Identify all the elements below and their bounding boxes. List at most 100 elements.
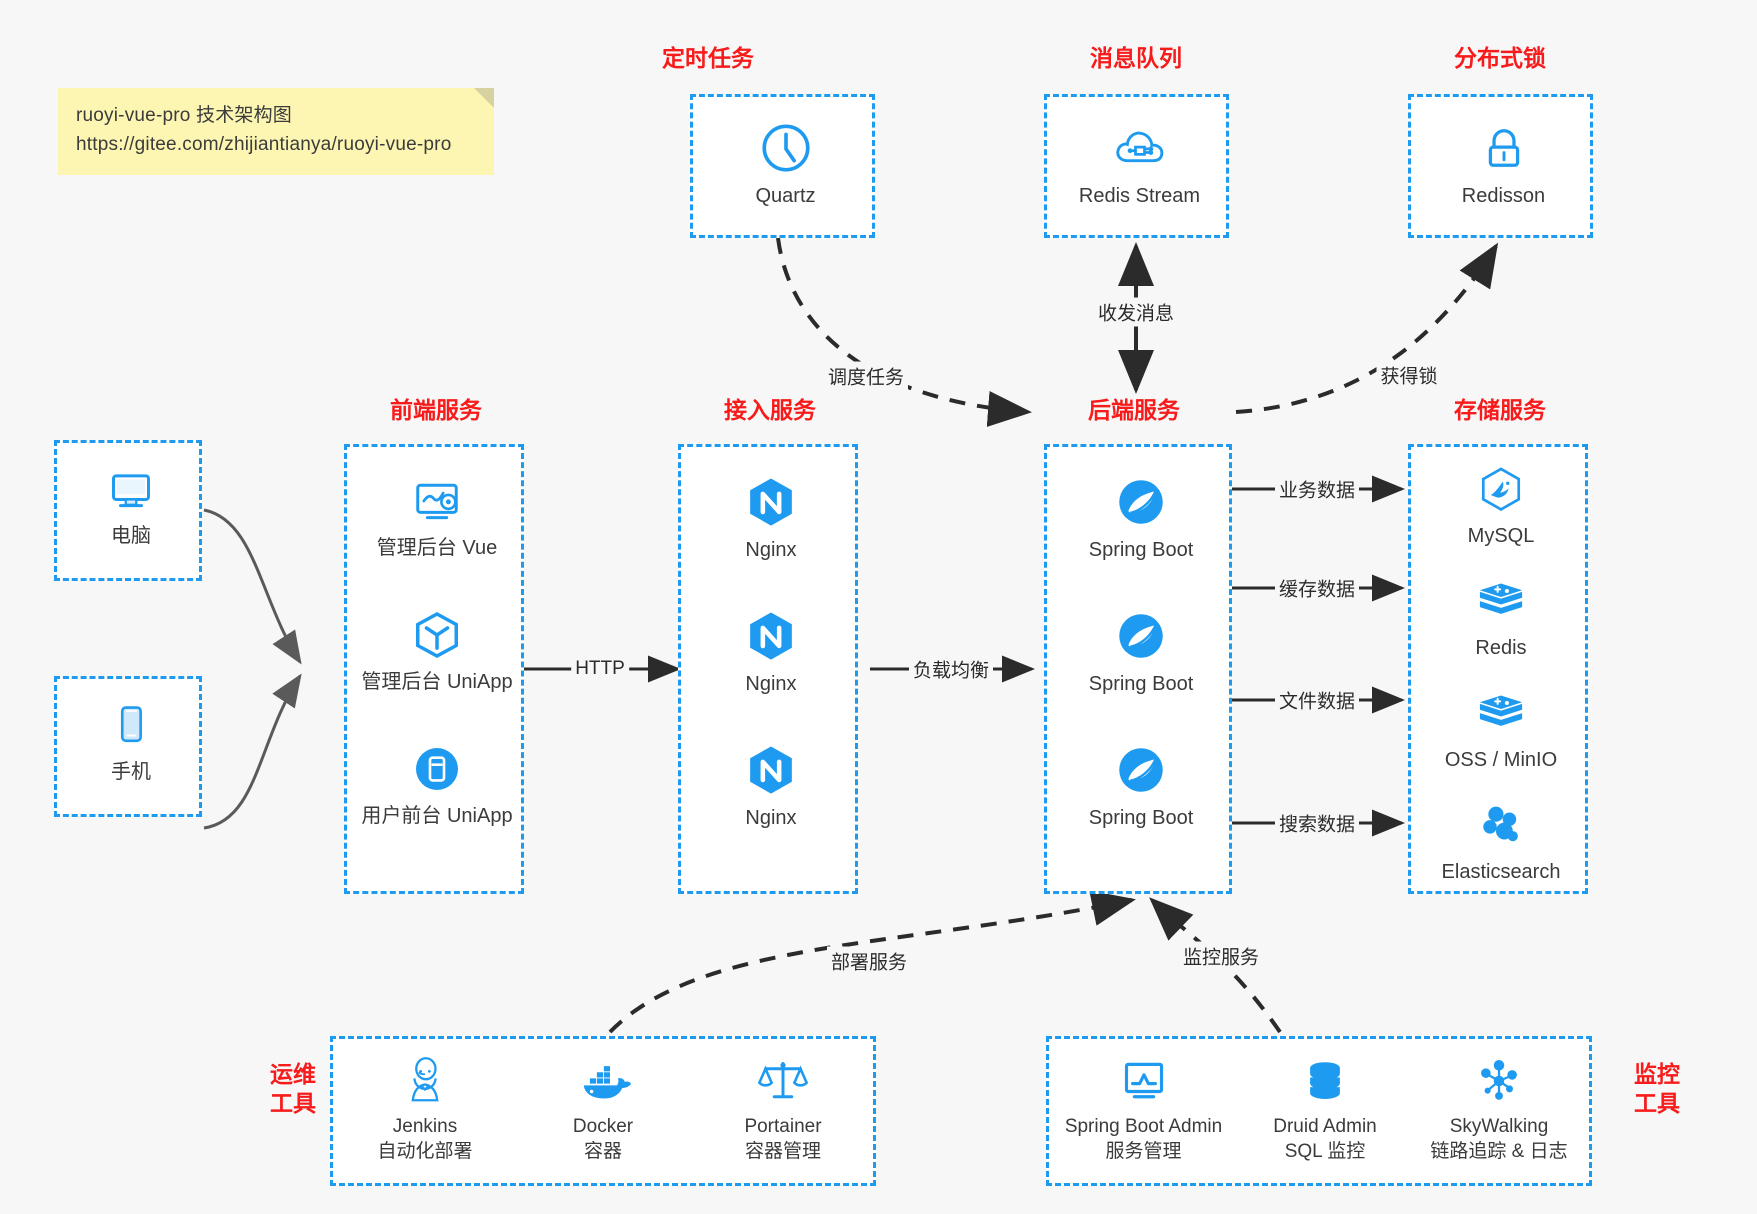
node-user-uniapp[interactable]: 用户前台 UniApp [347, 741, 527, 829]
nginx-icon [750, 746, 792, 794]
node-admin-uniapp[interactable]: 管理后台 UniApp [347, 607, 527, 695]
node-mobile[interactable]: 手机 [57, 697, 205, 785]
note-line-2: https://gitee.com/zhijiantianya/ruoyi-vu… [76, 133, 452, 155]
node-nginx-1[interactable]: Nginx [681, 473, 861, 563]
node-label: Nginx [745, 807, 797, 829]
node-label: Spring Boot [1088, 673, 1194, 695]
group-gateway-service: Nginx Nginx Nginx [678, 444, 858, 894]
spring-boot-icon [1119, 480, 1163, 524]
node-oss-minio[interactable]: OSS / MinIO [1411, 687, 1591, 773]
edge-mobile-to-frontend [203, 673, 302, 830]
node-elasticsearch[interactable]: Elasticsearch [1411, 799, 1591, 885]
edge-label-http: HTTP [571, 657, 629, 681]
node-label: 用户前台 UniApp [361, 805, 513, 827]
node-label: Elasticsearch [1441, 861, 1561, 883]
clock-icon [761, 124, 810, 172]
node-label: 管理后台 UniApp [361, 671, 513, 693]
spring-boot-icon [1119, 614, 1163, 658]
group-scheduled-task: Quartz [690, 94, 875, 238]
edge-label-monitor-service: 监控服务 [1178, 941, 1264, 971]
redis-icon [1479, 583, 1523, 614]
group-title-scheduled: 定时任务 [662, 45, 754, 71]
node-label: Nginx [745, 673, 797, 695]
node-docker[interactable]: Docker 容器 [523, 1053, 683, 1164]
node-label: Portainer [744, 1116, 822, 1137]
node-label: OSS / MinIO [1444, 749, 1558, 771]
node-label: Nginx [745, 539, 797, 561]
monitor-chart-icon [1124, 1062, 1163, 1099]
spring-boot-icon [1119, 748, 1163, 792]
desktop-icon [112, 474, 150, 508]
group-distributed-lock: Redisson [1408, 94, 1593, 238]
edge-desktop-to-frontend [203, 508, 302, 665]
cloud-network-icon [1115, 131, 1163, 163]
group-title-gateway: 接入服务 [724, 397, 816, 423]
edge-label-file-data: 文件数据 [1274, 685, 1360, 715]
node-label: Spring Boot [1088, 539, 1194, 561]
dashboard-gear-icon [416, 483, 458, 520]
note-line-1: ruoyi-vue-pro 技术架构图 [76, 105, 293, 126]
node-spring-boot-1[interactable]: Spring Boot [1047, 473, 1235, 563]
group-message-queue: Redis Stream [1044, 94, 1229, 238]
nginx-icon [750, 478, 792, 526]
elasticsearch-icon [1483, 806, 1518, 842]
node-nginx-2[interactable]: Nginx [681, 607, 861, 697]
edge-label-deploy-service: 部署服务 [826, 946, 912, 976]
node-sublabel: 链路追踪 & 日志 [1430, 1140, 1568, 1162]
node-druid-admin[interactable]: Druid Admin SQL 监控 [1245, 1053, 1405, 1164]
node-sublabel: 服务管理 [1105, 1140, 1182, 1162]
node-admin-vue[interactable]: 管理后台 Vue [347, 473, 527, 561]
node-portainer[interactable]: Portainer 容器管理 [703, 1053, 863, 1164]
group-title-devops: 运维 工具 [270, 1061, 316, 1116]
node-redisson[interactable]: Redisson [1411, 119, 1596, 209]
cube-icon [416, 612, 458, 658]
node-nginx-3[interactable]: Nginx [681, 741, 861, 831]
node-mysql[interactable]: MySQL [1411, 463, 1591, 549]
node-label: Druid Admin [1273, 1116, 1377, 1137]
mobile-icon [120, 706, 142, 743]
node-label: Redis [1475, 637, 1527, 659]
scales-icon [757, 1062, 809, 1099]
edge-label-schedule-task: 调度任务 [823, 361, 909, 391]
node-sublabel: 容器 [583, 1140, 622, 1162]
group-title-monitor: 监控 工具 [1634, 1061, 1680, 1116]
node-label: Docker [572, 1116, 634, 1137]
node-label: Spring Boot Admin [1064, 1116, 1223, 1137]
mysql-icon [1481, 467, 1521, 511]
node-label: 手机 [111, 761, 151, 783]
node-skywalking[interactable]: SkyWalking 链路追踪 & 日志 [1409, 1053, 1589, 1164]
edge-label-search-data: 搜索数据 [1274, 808, 1360, 838]
group-title-lock: 分布式锁 [1454, 45, 1546, 71]
group-frontend-service: 管理后台 Vue 管理后台 UniApp 用户前台 UniApp [344, 444, 524, 894]
lock-icon [1488, 129, 1519, 167]
edge-label-business-data: 业务数据 [1274, 474, 1360, 504]
node-label: SkyWalking [1449, 1116, 1549, 1137]
edge-label-load-balance: 负载均衡 [908, 654, 994, 684]
node-label: MySQL [1467, 525, 1535, 547]
node-desktop[interactable]: 电脑 [57, 461, 205, 549]
node-redis-stream[interactable]: Redis Stream [1047, 119, 1232, 209]
node-spring-boot-admin[interactable]: Spring Boot Admin 服务管理 [1051, 1053, 1236, 1164]
edge-label-send-receive-msg: 收发消息 [1093, 297, 1179, 327]
docker-icon [583, 1066, 631, 1099]
node-jenkins[interactable]: Jenkins 自动化部署 [345, 1053, 505, 1164]
node-redis[interactable]: Redis [1411, 575, 1591, 661]
node-label: Quartz [755, 185, 816, 207]
group-client-desktop: 电脑 [54, 440, 202, 581]
note-card: ruoyi-vue-pro 技术架构图 https://gitee.com/zh… [58, 88, 494, 175]
edge-label-acquire-lock: 获得锁 [1376, 360, 1442, 390]
nginx-icon [750, 612, 792, 660]
node-spring-boot-3[interactable]: Spring Boot [1047, 741, 1235, 831]
jenkins-icon [411, 1057, 439, 1102]
skywalking-icon [1481, 1060, 1517, 1100]
note-fold-icon [474, 88, 494, 108]
node-spring-boot-2[interactable]: Spring Boot [1047, 607, 1235, 697]
database-icon [1310, 1062, 1340, 1099]
node-label: Jenkins [392, 1116, 458, 1137]
group-devops-tools: Jenkins 自动化部署 Docker 容器 [330, 1036, 876, 1186]
group-title-storage: 存储服务 [1454, 397, 1546, 423]
node-quartz[interactable]: Quartz [693, 119, 878, 209]
group-title-mq: 消息队列 [1090, 45, 1182, 71]
group-backend-service: Spring Boot Spring Boot Spring Boot [1044, 444, 1232, 894]
